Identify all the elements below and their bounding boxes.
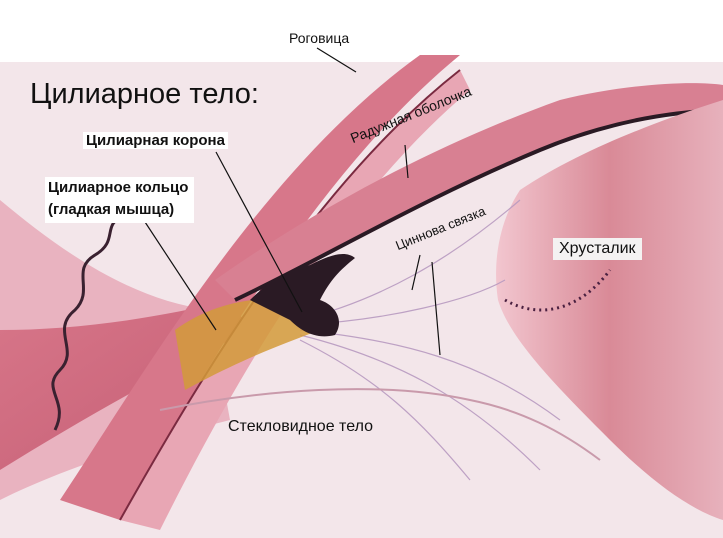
lens-shape xyxy=(496,100,723,520)
diagram-title: Цилиарное тело: xyxy=(30,78,259,110)
cornea-band xyxy=(60,55,460,520)
iris-pigment xyxy=(234,108,723,302)
ciliary-muscle xyxy=(175,298,320,390)
cornea-inner xyxy=(120,70,470,530)
label-cornea: Роговица xyxy=(289,30,350,46)
label-ciliary-corona: Цилиарная корона xyxy=(83,132,228,149)
vitreous-boundary xyxy=(159,388,601,461)
iris-band xyxy=(215,83,723,300)
label-lens: Хрусталик xyxy=(553,238,642,260)
label-vitreous-body: Стекловидное тело xyxy=(228,418,373,435)
ciliary-processes xyxy=(250,254,355,337)
lens-nuclear-dots xyxy=(504,269,612,312)
label-ciliary-ring-line2: (гладкая мышца) xyxy=(48,201,175,218)
pointer-lines xyxy=(144,47,441,356)
upper-white-area xyxy=(0,0,723,62)
label-ciliary-ring: Цилиарное кольцо (гладкая мышца) xyxy=(45,177,195,223)
label-ciliary-ring-line1: Цилиарное кольцо xyxy=(48,179,189,196)
